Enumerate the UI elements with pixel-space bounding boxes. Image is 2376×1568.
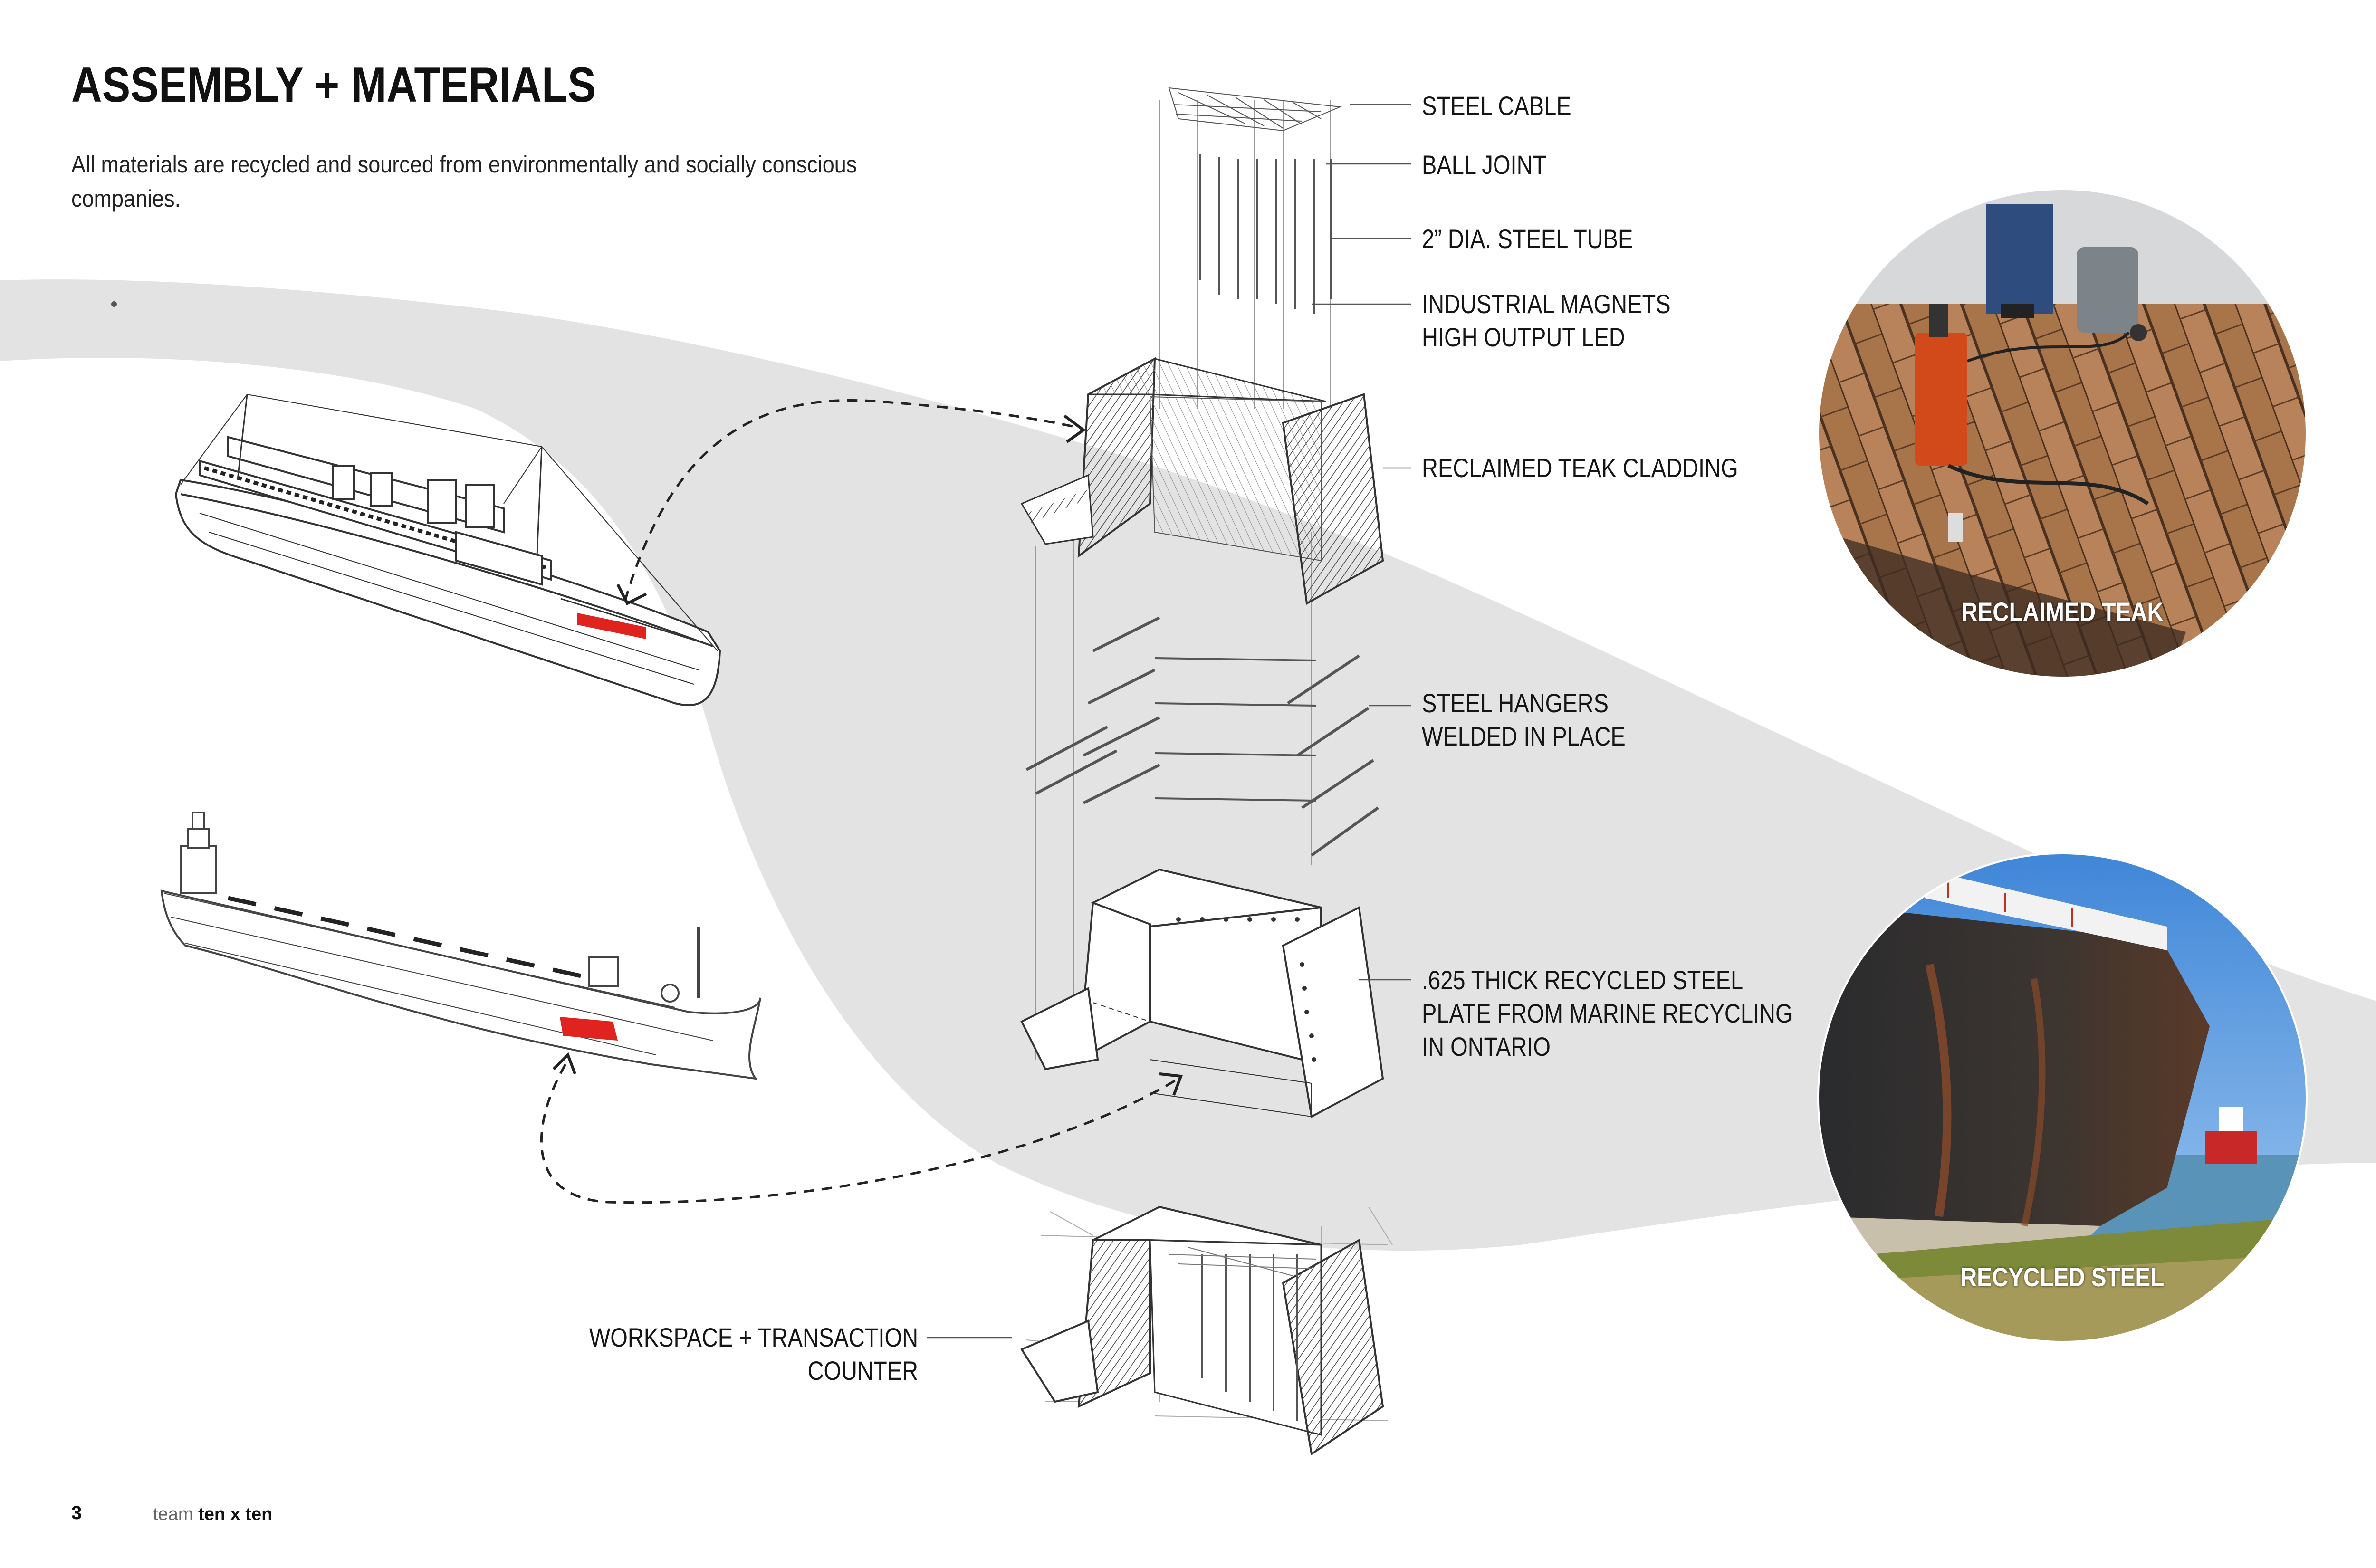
label-steel-plate: .625 THICK RECYCLED STEEL PLATE FROM MAR… — [1422, 964, 1793, 1063]
label-hangers-1: STEEL HANGERS — [1422, 688, 1609, 718]
rivet-dots — [1176, 917, 1316, 1062]
label-workspace-2: COUNTER — [807, 1356, 918, 1386]
label-workspace: WORKSPACE + TRANSACTION COUNTER — [589, 1321, 918, 1387]
steel-hangers — [1025, 616, 1379, 857]
label-workspace-1: WORKSPACE + TRANSACTION — [589, 1322, 918, 1352]
label-teak-cladding: RECLAIMED TEAK CLADDING — [1422, 453, 1738, 483]
label-plate-1: .625 THICK RECYCLED STEEL — [1422, 965, 1744, 995]
teak-cladding-top — [1088, 358, 1326, 402]
cargo-freighter-ship — [160, 812, 761, 1080]
label-led: HIGH OUTPUT LED — [1422, 322, 1625, 352]
arrowhead-teak — [1063, 414, 1086, 443]
dust-dot — [111, 301, 117, 307]
leader-lines — [927, 104, 1411, 1339]
label-ball-joint: BALL JOINT — [1422, 150, 1547, 180]
page-title: ASSEMBLY + MATERIALS — [71, 57, 596, 113]
steel-plate-assembly — [1020, 868, 1384, 1119]
freighter-red-marker — [560, 1017, 618, 1041]
recycled-steel-photo — [1818, 853, 2307, 1342]
label-steel-tube: 2” DIA. STEEL TUBE — [1422, 224, 1633, 254]
background-band — [0, 279, 2376, 1251]
label-plate-3: IN ONTARIO — [1422, 1032, 1551, 1061]
steel-photo-frame — [1817, 852, 2308, 1343]
arrowhead-steel — [1159, 1072, 1183, 1096]
label-hangers-2: WELDED IN PLACE — [1422, 721, 1626, 751]
photo-label-steel: RECYCLED STEEL — [1960, 1262, 2165, 1292]
label-magnets: INDUSTRIAL MAGNETS — [1422, 289, 1671, 319]
team-name: ten x ten — [198, 1504, 273, 1524]
freighter-to-steel-arrow — [540, 1063, 1179, 1204]
page-number: 3 — [71, 1502, 82, 1523]
label-steel-cable: STEEL CABLE — [1422, 91, 1571, 121]
steel-cable-grid — [1168, 87, 1342, 132]
steel-tubes — [1199, 154, 1332, 314]
assembled-counter — [1020, 1205, 1393, 1456]
ocean-liner-ship — [174, 394, 721, 706]
exploded-axonometric — [1020, 87, 1393, 1456]
teak-cladding-right — [1282, 393, 1384, 605]
label-steel-hangers: STEEL HANGERS WELDED IN PLACE — [1422, 687, 1626, 753]
arrowhead-liner — [616, 583, 647, 606]
liner-to-teak-arrow — [623, 399, 1079, 602]
teak-photo-frame — [1817, 188, 2308, 679]
label-plate-2: PLATE FROM MARINE RECYCLING — [1422, 998, 1793, 1028]
arrowhead-freighter — [552, 1052, 576, 1075]
label-magnets-led: INDUSTRIAL MAGNETS HIGH OUTPUT LED — [1422, 287, 1671, 354]
liner-red-marker — [577, 613, 646, 639]
photo-label-teak: RECLAIMED TEAK — [1961, 597, 2164, 627]
team-prefix: team — [153, 1504, 193, 1524]
intro-text: All materials are recycled and sourced f… — [71, 151, 857, 212]
team-credit: team ten x ten — [153, 1504, 272, 1525]
